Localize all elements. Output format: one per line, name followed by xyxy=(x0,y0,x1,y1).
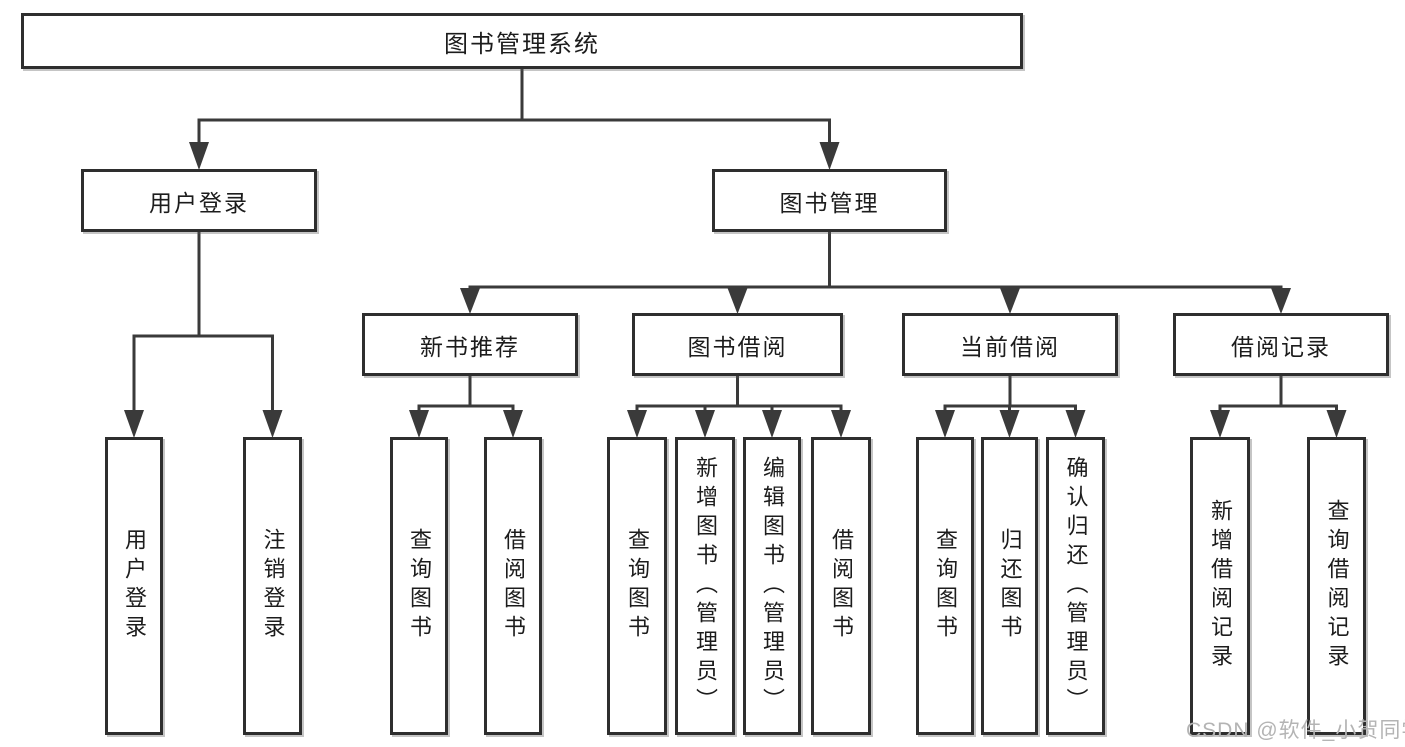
node-root: 图书管理系统 xyxy=(21,13,1023,69)
node-label: 编辑图书（管理员） xyxy=(760,455,785,717)
node-label: 用户登录 xyxy=(149,189,249,216)
node-label: 注销登录 xyxy=(260,528,286,644)
node-book-mgmt: 图书管理 xyxy=(712,169,947,232)
node-current-borrow: 当前借阅 xyxy=(902,313,1118,376)
node-leaf-query-book-3: 查询图书 xyxy=(916,437,974,735)
node-leaf-user-login: 用户登录 xyxy=(105,437,163,735)
node-label: 确认归还（管理员） xyxy=(1063,455,1089,717)
node-leaf-logout: 注销登录 xyxy=(243,437,302,735)
node-label: 查询图书 xyxy=(933,528,958,644)
node-label: 新增图书（管理员） xyxy=(693,455,718,717)
node-leaf-borrow-book-1: 借阅图书 xyxy=(484,437,542,735)
node-book-borrow: 图书借阅 xyxy=(632,313,843,376)
node-label: 借阅图书 xyxy=(501,528,526,644)
node-label: 借阅记录 xyxy=(1231,333,1331,360)
node-new-book-rec: 新书推荐 xyxy=(362,313,578,376)
node-leaf-confirm-return: 确认归还（管理员） xyxy=(1046,437,1105,735)
node-label: 图书借阅 xyxy=(687,333,788,360)
node-user-login: 用户登录 xyxy=(81,169,317,232)
node-label: 用户登录 xyxy=(122,528,147,644)
node-label: 图书管理 xyxy=(779,189,880,216)
node-leaf-query-book-2: 查询图书 xyxy=(607,437,667,735)
node-leaf-edit-book: 编辑图书（管理员） xyxy=(743,437,801,735)
node-leaf-add-book: 新增图书（管理员） xyxy=(675,437,735,735)
node-label: 新增借阅记录 xyxy=(1208,499,1233,673)
node-label: 图书管理系统 xyxy=(444,30,600,58)
node-label: 新书推荐 xyxy=(420,333,520,360)
node-label: 归还图书 xyxy=(997,528,1023,644)
node-leaf-borrow-book-2: 借阅图书 xyxy=(811,437,871,735)
node-label: 查询图书 xyxy=(625,528,650,644)
node-leaf-return-book: 归还图书 xyxy=(981,437,1038,735)
node-label: 查询图书 xyxy=(407,528,432,644)
node-leaf-add-borrow-record: 新增借阅记录 xyxy=(1190,437,1250,735)
node-leaf-query-book-1: 查询图书 xyxy=(390,437,448,735)
node-leaf-query-borrow-record: 查询借阅记录 xyxy=(1307,437,1366,735)
node-label: 查询借阅记录 xyxy=(1324,499,1350,673)
node-borrow-records: 借阅记录 xyxy=(1173,313,1389,376)
node-label: 当前借阅 xyxy=(960,333,1060,360)
node-label: 借阅图书 xyxy=(829,528,854,644)
